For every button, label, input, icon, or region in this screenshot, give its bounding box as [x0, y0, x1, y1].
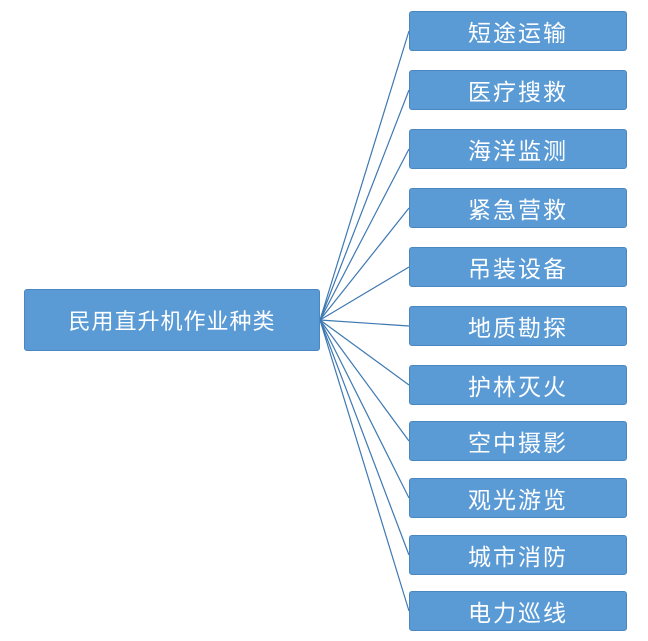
category-node: 城市消防 [409, 535, 627, 575]
category-node: 医疗搜救 [409, 70, 627, 110]
connector-line [319, 319, 410, 556]
category-label: 地质勘探 [468, 316, 568, 342]
category-label: 紧急营救 [468, 198, 568, 224]
category-label: 观光游览 [468, 488, 568, 514]
connector-line [319, 319, 410, 386]
category-node: 吊装设备 [409, 247, 627, 287]
root-label: 民用直升机作业种类 [68, 310, 276, 335]
connector-line [319, 148, 410, 321]
connector-line [319, 89, 410, 321]
category-label: 空中摄影 [468, 431, 568, 457]
category-node: 电力巡线 [409, 591, 627, 631]
connector-line [319, 319, 410, 499]
category-node: 紧急营救 [409, 188, 627, 228]
category-label: 护林灭火 [468, 375, 568, 401]
category-label: 电力巡线 [468, 601, 568, 627]
category-label: 短途运输 [468, 21, 568, 47]
category-node: 护林灭火 [409, 365, 627, 405]
connector-line [319, 207, 410, 321]
category-node: 海洋监测 [409, 129, 627, 169]
connector-line [319, 266, 410, 321]
category-label: 医疗搜救 [468, 80, 568, 106]
category-node: 地质勘探 [409, 306, 627, 346]
category-label: 吊装设备 [468, 257, 568, 283]
category-node: 短途运输 [409, 11, 627, 51]
category-label: 城市消防 [468, 545, 568, 571]
category-node: 空中摄影 [409, 421, 627, 461]
connector-line [319, 319, 410, 442]
connector-line [319, 319, 410, 612]
connector-line [319, 319, 410, 327]
category-label: 海洋监测 [468, 139, 568, 165]
connector-line [319, 30, 410, 321]
root-node: 民用直升机作业种类 [24, 289, 320, 351]
category-node: 观光游览 [409, 478, 627, 518]
